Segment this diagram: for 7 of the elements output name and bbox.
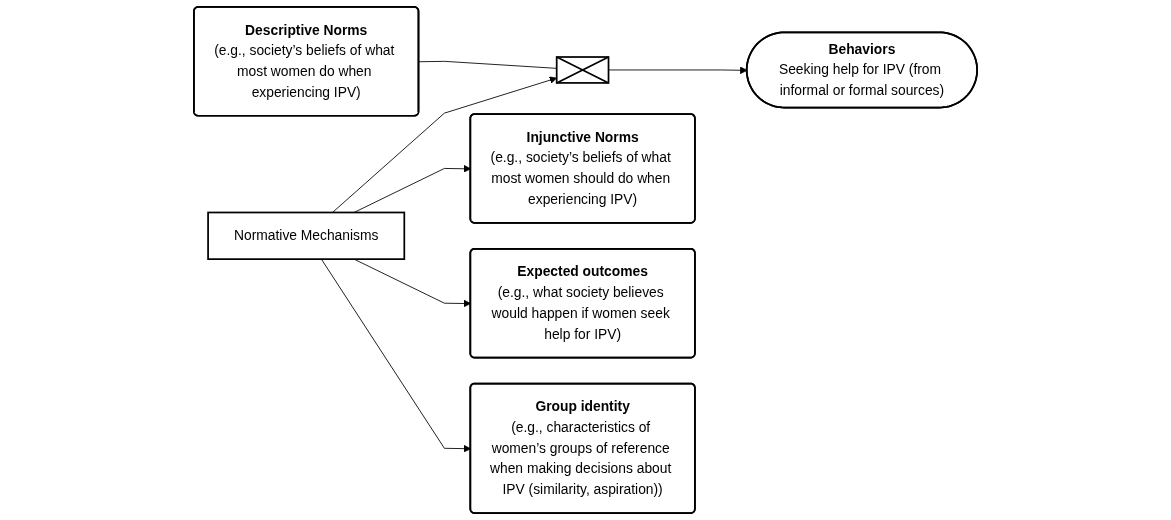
process-box: Group identity (e.g., characteristics of women’s groups of reference when making decisions about IPV (similarity, aspiration)) — [469, 382, 696, 514]
process-box: Descriptive Norms (e.g., society’s beliefs of what most women do when experiencing IPV) — [193, 6, 420, 117]
process-box: Normative Mechanisms — [207, 211, 406, 260]
process-box: Injunctive Norms (e.g., society’s beliefs of what most women should do when experiencing IPV) — [469, 113, 696, 224]
process-box: Behaviors Seeking help for IPV (from informal or formal sources) — [745, 31, 978, 109]
crossed-box — [555, 56, 610, 84]
process-box: Expected outcomes (e.g., what society believes would happen if women seek help for IPV) — [469, 247, 696, 359]
